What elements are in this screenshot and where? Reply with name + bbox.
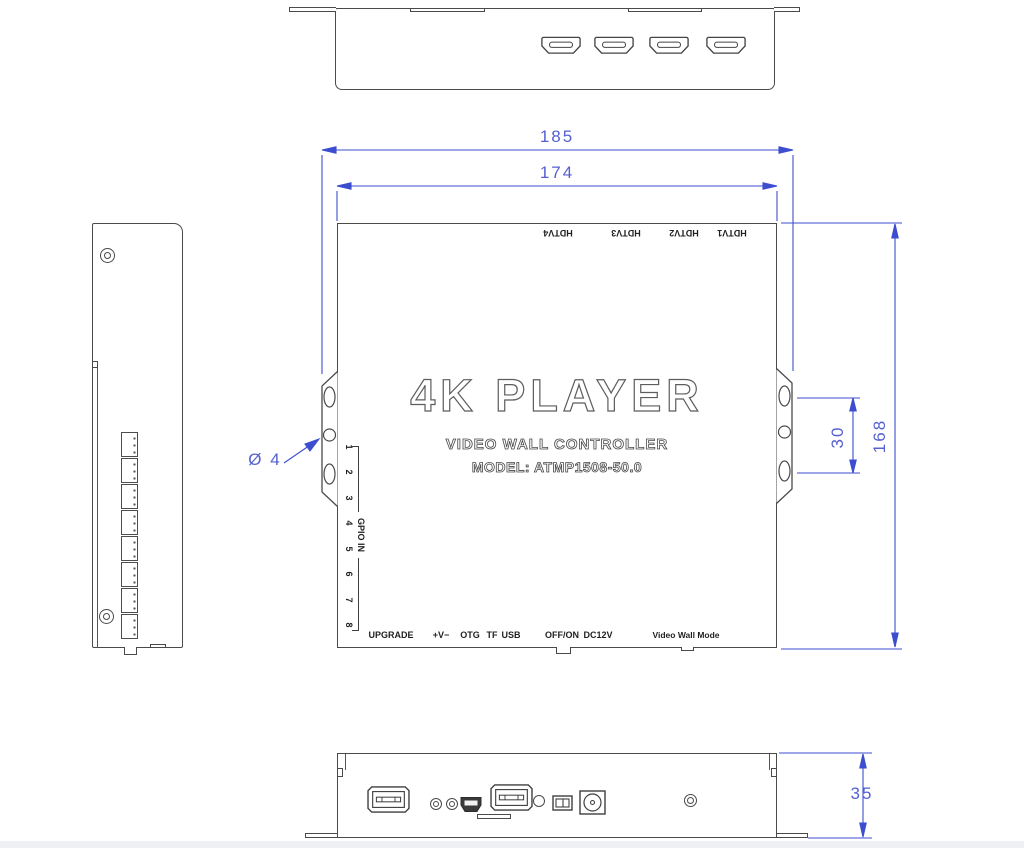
gpio-connector bbox=[121, 588, 138, 613]
bottom-view-notch-left bbox=[337, 768, 343, 777]
side-view-tab bbox=[150, 644, 166, 648]
screw-icon bbox=[99, 609, 114, 624]
led-indicator-icon bbox=[433, 801, 439, 807]
gpio-connector bbox=[121, 562, 138, 587]
screw-hole-icon bbox=[684, 794, 697, 807]
hdtv1-label: HDTV1 bbox=[717, 228, 747, 238]
hdmi-port-icon bbox=[649, 36, 689, 54]
gpio-connector bbox=[121, 536, 138, 561]
bottom-view-foot-right bbox=[776, 833, 808, 838]
main-view-body bbox=[337, 223, 777, 648]
screw-icon bbox=[104, 252, 111, 259]
tf-card-slot bbox=[477, 814, 511, 819]
screw-icon bbox=[103, 613, 110, 620]
tf-label: TF bbox=[486, 630, 498, 640]
bottom-view-fold-right bbox=[769, 754, 770, 770]
otg-label: OTG bbox=[460, 630, 480, 640]
left-mounting-flange bbox=[321, 371, 338, 507]
gpio-connector bbox=[121, 458, 138, 483]
offon-label: OFF/ON bbox=[545, 630, 579, 640]
bottom-view-foot-left bbox=[305, 833, 338, 838]
side-view-notch bbox=[92, 361, 98, 368]
led-indicator-icon bbox=[449, 801, 455, 807]
dim-overall-width: 185 bbox=[539, 127, 575, 146]
vpower-label: +V− bbox=[432, 630, 450, 640]
gpio-in-label: GPIO IN bbox=[354, 512, 366, 558]
dim-hole-diameter: Ø 4 bbox=[248, 450, 282, 469]
bottom-view-fold-left bbox=[345, 754, 346, 770]
top-view-slot-right bbox=[628, 8, 702, 12]
led-indicator-icon bbox=[446, 798, 458, 810]
hdtv2-label: HDTV2 bbox=[669, 228, 699, 238]
dim-overall-height: 168 bbox=[870, 418, 889, 454]
gpio-connector bbox=[121, 614, 138, 639]
right-mounting-flange bbox=[776, 368, 793, 504]
dc-jack-icon bbox=[579, 790, 606, 815]
product-title: 4K PLAYER bbox=[410, 369, 704, 421]
gpio-connector bbox=[121, 484, 138, 509]
main-view-foot bbox=[556, 647, 571, 654]
hdtv4-label: HDTV4 bbox=[543, 228, 573, 238]
hdmi-port-icon bbox=[706, 36, 746, 54]
top-view-left-tab bbox=[289, 7, 336, 12]
mini-usb-port-icon bbox=[460, 797, 482, 812]
push-button-icon bbox=[533, 795, 545, 807]
screw-hole-icon bbox=[687, 797, 694, 804]
screw-icon bbox=[100, 248, 115, 263]
gpio-connector bbox=[121, 432, 138, 457]
dim-hole-spacing: 30 bbox=[828, 425, 847, 449]
dc12v-label: DC12V bbox=[583, 630, 613, 640]
page-bottom-strip bbox=[0, 841, 1024, 848]
gpio-connector bbox=[121, 510, 138, 535]
usb-label: USB bbox=[501, 630, 521, 640]
top-view-slot-left bbox=[410, 8, 485, 12]
power-switch-icon bbox=[552, 795, 573, 811]
main-view-tab bbox=[681, 647, 694, 651]
hdtv3-label: HDTV3 bbox=[611, 228, 641, 238]
hdmi-port-icon bbox=[594, 36, 634, 54]
side-view-foot bbox=[124, 647, 137, 655]
bottom-view-notch-right bbox=[771, 768, 777, 777]
side-view-fold-line bbox=[97, 368, 98, 647]
usb-a-port-icon bbox=[367, 786, 410, 813]
led-indicator-icon bbox=[430, 798, 442, 810]
top-view-right-tab bbox=[774, 7, 800, 12]
upgrade-label: UPGRADE bbox=[368, 630, 414, 640]
product-subtitle: VIDEO WALL CONTROLLER bbox=[445, 436, 669, 454]
dim-depth: 35 bbox=[850, 784, 874, 803]
usb-a-port-icon bbox=[490, 784, 533, 811]
hdmi-port-icon bbox=[541, 36, 581, 54]
video-wall-mode-label: Video Wall Mode bbox=[652, 630, 720, 640]
product-model: MODEL: ATMP1508-50.0 bbox=[471, 459, 643, 476]
dim-body-width: 174 bbox=[539, 163, 575, 182]
